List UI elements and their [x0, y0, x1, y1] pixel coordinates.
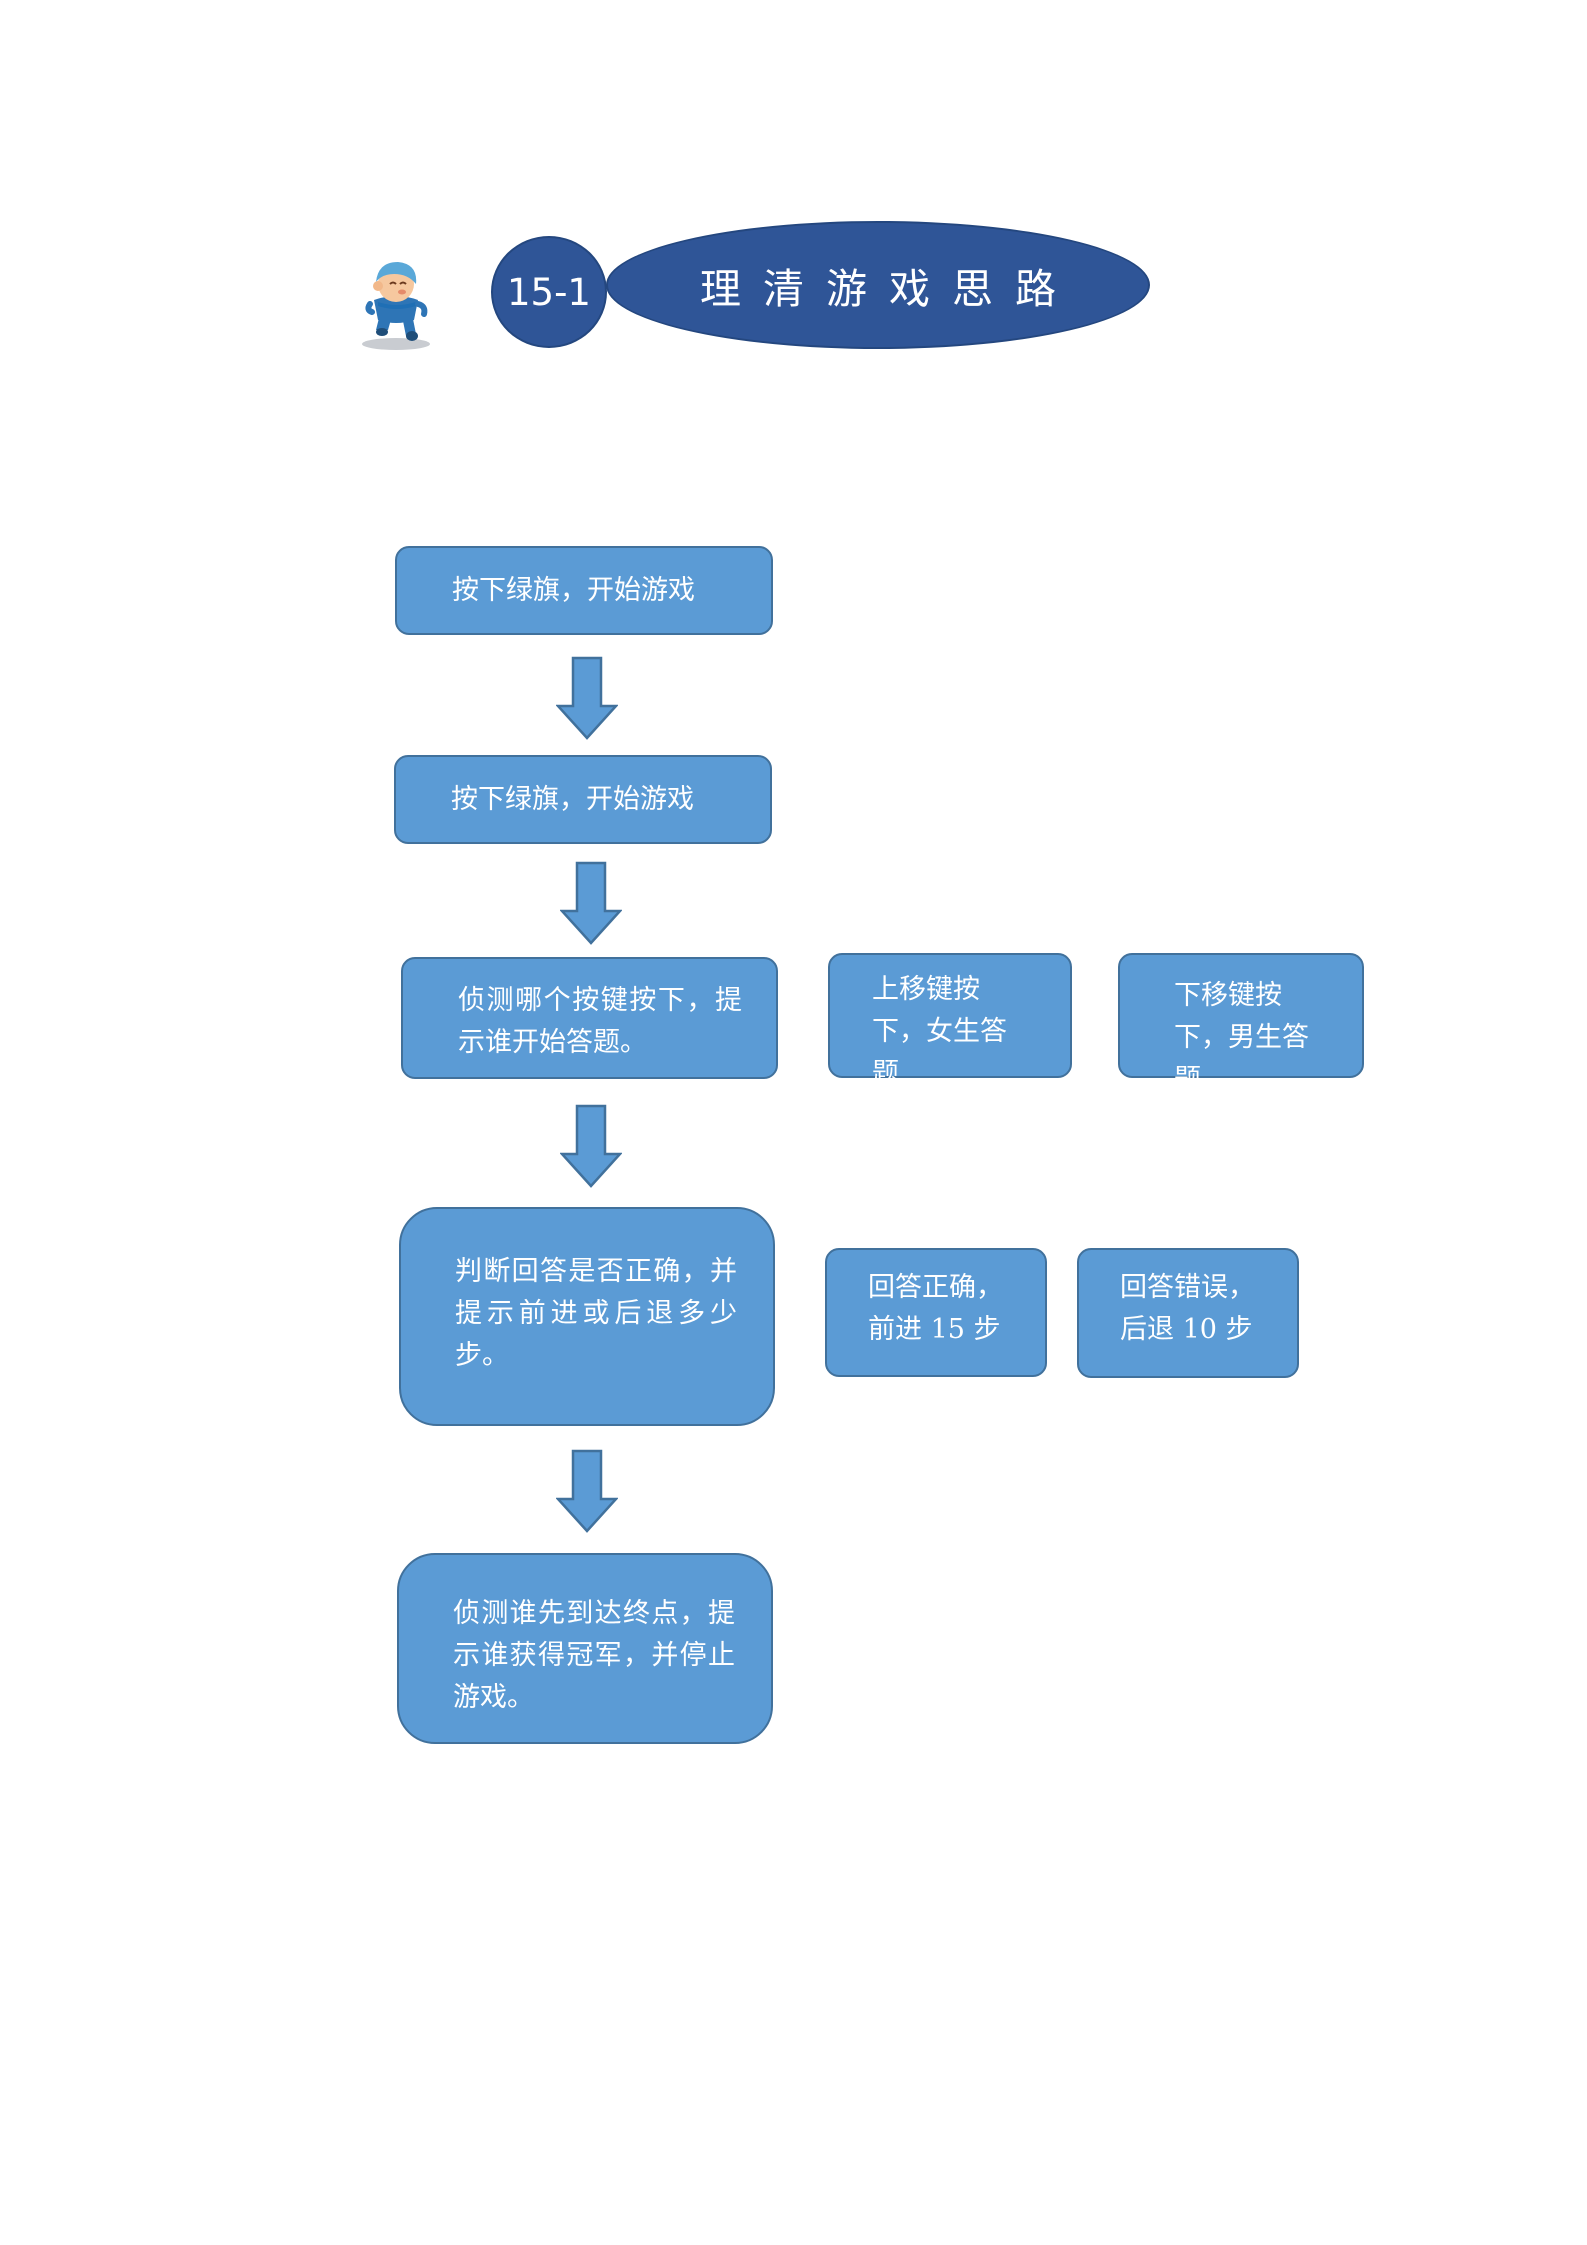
lesson-number-badge: 15-1	[491, 236, 607, 348]
option-text: 下移键按下，男生答题	[1174, 980, 1309, 1095]
flow-step-text: 侦测哪个按键按下，提示谁开始答题。	[458, 985, 742, 1058]
option-correct-answer: 回答正确， 前进 15 步	[825, 1248, 1047, 1377]
lesson-number: 15-1	[507, 270, 591, 314]
title-banner: 理清游戏思路	[606, 221, 1150, 349]
flow-step-text: 侦测谁先到达终点，提示谁获得冠军，并停止游戏。	[453, 1598, 735, 1713]
option-down-key-boys: 下移键按下，男生答题	[1118, 953, 1364, 1095]
flow-step-start-game-2: 按下绿旗，开始游戏	[394, 755, 772, 844]
flow-step-text: 按下绿旗，开始游戏	[451, 783, 694, 815]
option-text: 上移键按下，女生答题	[872, 974, 1007, 1089]
down-arrow-icon	[560, 861, 622, 945]
option-text-line: 回答错误，	[1120, 1272, 1255, 1303]
down-arrow-icon	[556, 1449, 618, 1533]
option-text-line: 前进 15 步	[868, 1314, 1001, 1345]
option-wrong-answer: 回答错误， 后退 10 步	[1077, 1248, 1299, 1378]
down-arrow-icon	[560, 1104, 622, 1188]
option-up-key-girls: 上移键按下，女生答题	[828, 953, 1072, 1089]
page-title: 理清游戏思路	[700, 265, 1078, 313]
mascot-icon	[358, 256, 434, 352]
flow-step-text: 判断回答是否正确，并提示前进或后退多少步。	[455, 1256, 737, 1371]
flow-step-start-game-1: 按下绿旗，开始游戏	[395, 546, 773, 635]
flow-step-judge-answer: 判断回答是否正确，并提示前进或后退多少步。	[399, 1207, 775, 1426]
option-text-line: 回答正确，	[868, 1272, 1003, 1303]
flow-step-text: 按下绿旗，开始游戏	[452, 574, 695, 606]
flow-step-detect-winner: 侦测谁先到达终点，提示谁获得冠军，并停止游戏。	[397, 1553, 773, 1744]
flow-step-detect-key: 侦测哪个按键按下，提示谁开始答题。	[401, 957, 778, 1079]
option-text-line: 后退 10 步	[1120, 1314, 1253, 1345]
down-arrow-icon	[556, 656, 618, 740]
